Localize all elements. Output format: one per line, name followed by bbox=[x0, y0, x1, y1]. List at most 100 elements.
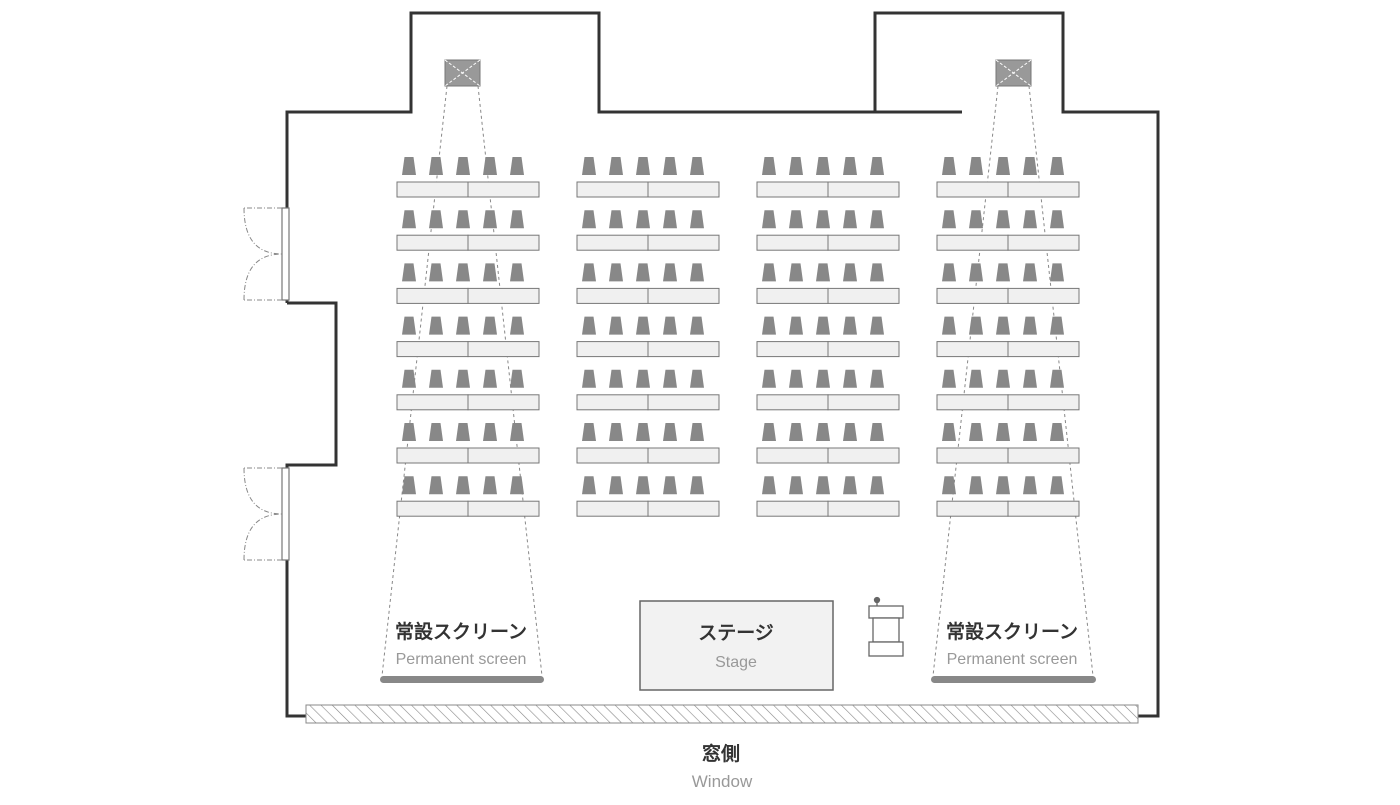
door-upper[interactable] bbox=[243, 207, 290, 301]
chair-icon bbox=[609, 316, 623, 335]
chair-icon bbox=[816, 369, 830, 388]
seating-row bbox=[396, 369, 540, 411]
chair-icon bbox=[1023, 210, 1037, 229]
chair-icon bbox=[690, 210, 704, 229]
table bbox=[827, 234, 900, 251]
table bbox=[756, 181, 829, 198]
seating-row bbox=[756, 316, 900, 358]
table bbox=[936, 447, 1009, 464]
stage-label-en: Stage bbox=[715, 654, 757, 671]
chair-icon bbox=[609, 423, 623, 441]
chair-icon bbox=[510, 423, 524, 441]
chair-icon bbox=[582, 476, 596, 495]
chair-icon bbox=[402, 423, 416, 441]
chair-icon bbox=[1050, 423, 1064, 441]
chair-icon bbox=[429, 263, 443, 282]
chair-icon bbox=[636, 210, 650, 229]
chair-icon bbox=[456, 423, 470, 441]
chair-icon bbox=[636, 423, 650, 441]
table bbox=[827, 181, 900, 198]
table bbox=[1007, 394, 1080, 411]
chair-icon bbox=[1023, 157, 1037, 175]
table bbox=[647, 287, 720, 304]
chair-icon bbox=[870, 316, 884, 335]
chair-icon bbox=[690, 316, 704, 335]
chair-icon bbox=[816, 210, 830, 229]
chair-icon bbox=[429, 210, 443, 229]
chair-icon bbox=[510, 476, 524, 495]
table bbox=[936, 341, 1009, 358]
chair-icon bbox=[762, 263, 776, 282]
table bbox=[396, 394, 469, 411]
seating-row bbox=[576, 423, 720, 464]
screen-left-label-en: Permanent screen bbox=[396, 651, 527, 668]
chair-icon bbox=[870, 263, 884, 282]
table bbox=[936, 287, 1009, 304]
table bbox=[1007, 500, 1080, 517]
chair-icon bbox=[843, 476, 857, 495]
seating-row bbox=[576, 263, 720, 304]
table bbox=[576, 287, 649, 304]
chair-icon bbox=[1050, 369, 1064, 388]
chair-icon bbox=[996, 423, 1010, 441]
seating-row bbox=[756, 423, 900, 464]
chair-icon bbox=[870, 423, 884, 441]
chair-icon bbox=[483, 423, 497, 441]
chair-icon bbox=[969, 369, 983, 388]
chair-icon bbox=[762, 476, 776, 495]
chair-icon bbox=[996, 369, 1010, 388]
chair-icon bbox=[690, 369, 704, 388]
seating-row bbox=[756, 476, 900, 517]
seating-area bbox=[396, 157, 1080, 517]
table bbox=[576, 447, 649, 464]
chair-icon bbox=[816, 157, 830, 175]
screen-left-label-jp: 常設スクリーン bbox=[395, 620, 527, 643]
chair-icon bbox=[609, 210, 623, 229]
table-block bbox=[576, 157, 720, 517]
chair-icon bbox=[942, 263, 956, 282]
chair-icon bbox=[996, 316, 1010, 335]
seating-row bbox=[936, 369, 1080, 411]
chair-icon bbox=[942, 369, 956, 388]
table bbox=[467, 394, 540, 411]
chair-icon bbox=[996, 157, 1010, 175]
chair-icon bbox=[762, 210, 776, 229]
table bbox=[396, 181, 469, 198]
chair-icon bbox=[870, 157, 884, 175]
seating-row bbox=[396, 210, 540, 251]
chair-icon bbox=[402, 369, 416, 388]
chair-icon bbox=[789, 263, 803, 282]
seating-row bbox=[936, 210, 1080, 251]
chair-icon bbox=[969, 316, 983, 335]
chair-icon bbox=[690, 423, 704, 441]
table bbox=[467, 181, 540, 198]
chair-icon bbox=[483, 157, 497, 175]
screen-right-label-en: Permanent screen bbox=[947, 651, 1078, 668]
table bbox=[647, 234, 720, 251]
table bbox=[827, 341, 900, 358]
chair-icon bbox=[609, 157, 623, 175]
chair-icon bbox=[582, 369, 596, 388]
chair-icon bbox=[942, 423, 956, 441]
chair-icon bbox=[663, 476, 677, 495]
table bbox=[756, 234, 829, 251]
chair-icon bbox=[609, 263, 623, 282]
chair-icon bbox=[582, 210, 596, 229]
chair-icon bbox=[996, 263, 1010, 282]
chair-icon bbox=[789, 210, 803, 229]
projector-left-icon bbox=[444, 59, 481, 87]
chair-icon bbox=[789, 369, 803, 388]
chair-icon bbox=[429, 157, 443, 175]
table bbox=[576, 181, 649, 198]
table bbox=[756, 447, 829, 464]
table-block bbox=[756, 157, 900, 517]
door-lower[interactable] bbox=[243, 467, 290, 561]
chair-icon bbox=[663, 369, 677, 388]
table bbox=[936, 234, 1009, 251]
projector-right-icon bbox=[995, 59, 1032, 87]
permanent-screen-left bbox=[380, 676, 544, 683]
chair-icon bbox=[483, 263, 497, 282]
seating-row bbox=[396, 263, 540, 304]
seating-row bbox=[576, 157, 720, 198]
